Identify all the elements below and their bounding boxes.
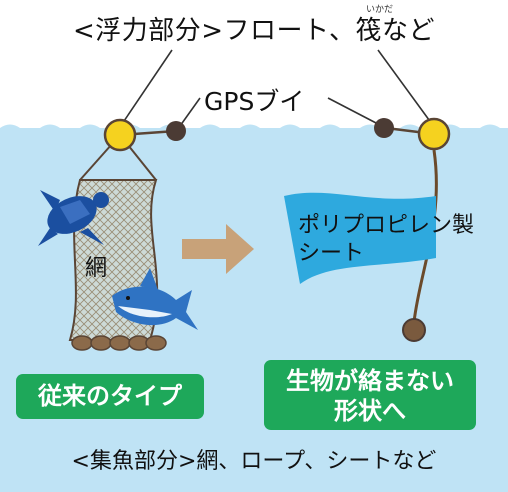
transition-arrow: [182, 224, 254, 274]
polypropylene-sheet: [284, 192, 436, 284]
float-section-label: <浮力部分>フロート、筏など: [72, 16, 436, 46]
badge-new-line1: 生物が絡まない: [286, 367, 454, 395]
non-entangling-badge: 生物が絡まない 形状へ: [264, 360, 476, 430]
gps-leader-left: [179, 97, 201, 127]
gps-leader-right: [327, 97, 379, 125]
fish-aggregating-section-label: <集魚部分>網、ロープ、シートなど: [71, 449, 437, 474]
ikada-ruby: いかだ: [366, 5, 394, 15]
sheet-label-line2: シート: [298, 241, 365, 266]
gps-buoy-label: GPSブイ: [204, 87, 305, 116]
turtle-illustration: [38, 190, 109, 246]
float-right: [417, 117, 451, 151]
float-leader-left: [121, 49, 173, 125]
gps-buoy-left: [166, 121, 186, 141]
net-label: 網: [85, 256, 108, 281]
conventional-type-badge: 従来のタイプ: [16, 374, 204, 419]
float-left: [103, 118, 137, 152]
gps-buoy-right: [374, 118, 394, 138]
sheet-label: ポリプロピレン製 シート: [298, 212, 498, 268]
net-sinkers: [71, 335, 167, 351]
badge-new-line2: 形状へ: [334, 397, 406, 425]
float-leader-right: [377, 49, 433, 125]
sheet-weight: [402, 318, 426, 342]
sheet-label-line1: ポリプロピレン製: [298, 213, 475, 238]
shark-illustration: [112, 268, 198, 330]
